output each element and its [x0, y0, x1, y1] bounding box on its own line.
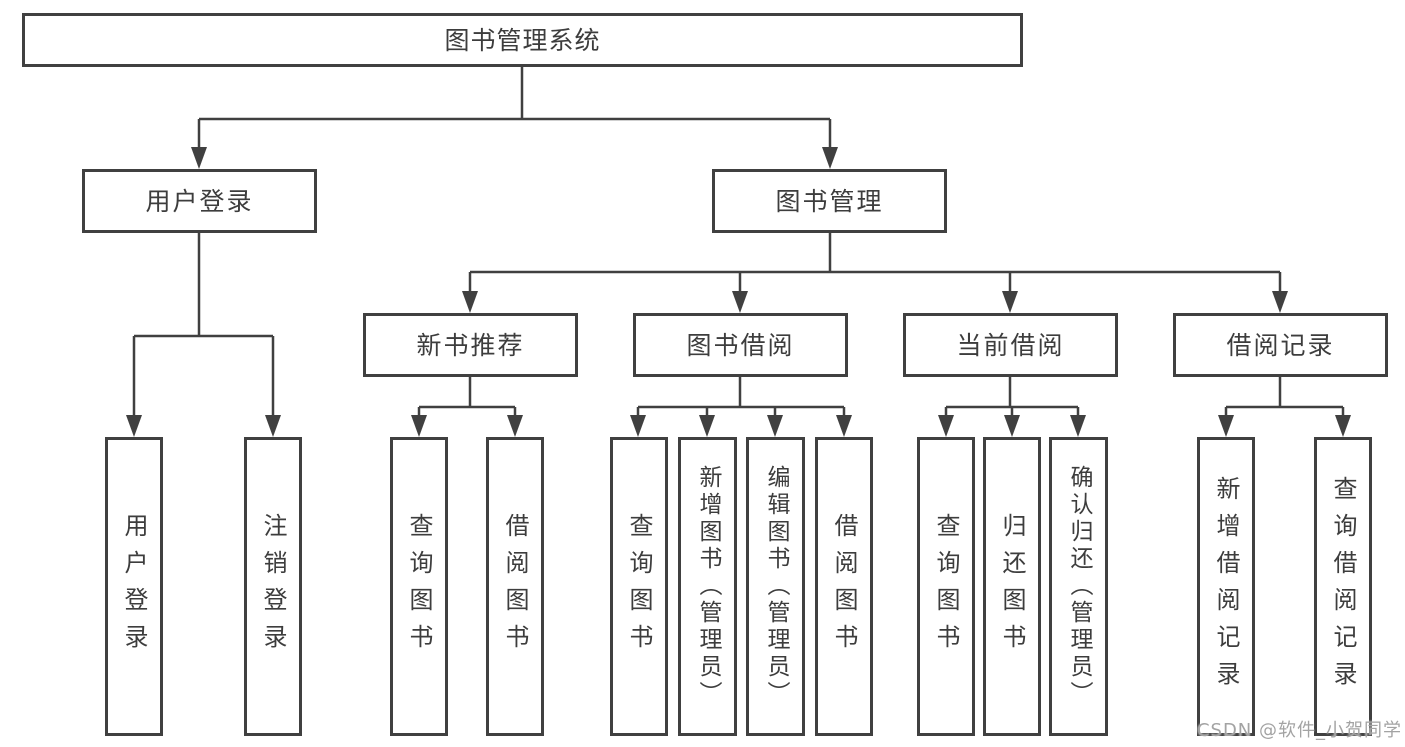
node-book-borrowing: 图书借阅 [633, 313, 848, 377]
connector-borrowing-records-children [1218, 377, 1351, 437]
connector-current-borrowing-children [938, 377, 1086, 437]
node-user-login: 用户登录 [82, 169, 317, 233]
leaf-logout-login: 注销登录 [244, 437, 302, 736]
leaf-confirm-return-admin: 确认归还（管理员） [1049, 437, 1108, 736]
node-library-management-system: 图书管理系统 [22, 13, 1023, 67]
connector-new-book-recommendation-children [411, 377, 523, 437]
leaf-user-login: 用户登录 [105, 437, 163, 736]
leaf-query-books-1: 查询图书 [390, 437, 448, 736]
connector-user-login-children [126, 233, 281, 437]
node-current-borrowing: 当前借阅 [903, 313, 1118, 377]
connector-book-borrowing-children [630, 377, 852, 437]
leaf-query-borrow-record: 查询借阅记录 [1314, 437, 1372, 736]
node-borrowing-records: 借阅记录 [1173, 313, 1388, 377]
leaf-query-books-3: 查询图书 [917, 437, 975, 736]
csdn-watermark: CSDN @软件_小贺同学 [1196, 720, 1402, 741]
leaf-borrow-books-1: 借阅图书 [486, 437, 544, 736]
node-book-management: 图书管理 [712, 169, 947, 233]
leaf-add-borrow-record: 新增借阅记录 [1197, 437, 1255, 736]
leaf-edit-books-admin: 编辑图书（管理员） [746, 437, 805, 736]
connector-root-to-level2 [191, 67, 838, 169]
leaf-return-books: 归还图书 [983, 437, 1041, 736]
node-new-book-recommendation: 新书推荐 [363, 313, 578, 377]
leaf-borrow-books-2: 借阅图书 [815, 437, 873, 736]
connector-book-management-children [462, 233, 1288, 313]
leaf-query-books-2: 查询图书 [610, 437, 668, 736]
leaf-add-books-admin: 新增图书（管理员） [678, 437, 737, 736]
